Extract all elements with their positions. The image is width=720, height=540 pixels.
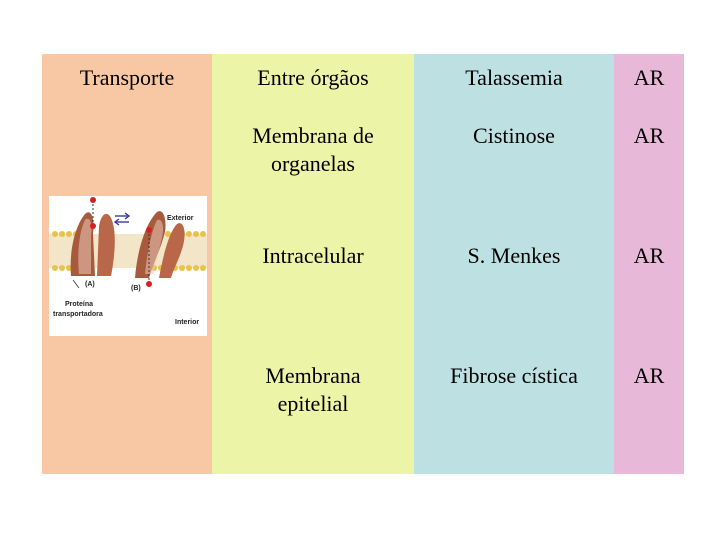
transport-protein-a	[70, 212, 115, 276]
location-column: Entre órgãos Membrana de organelas Intra…	[212, 54, 414, 474]
transport-protein-diagram: Exterior Interior (A) (B) Proteína trans…	[49, 196, 207, 336]
inheritance-cell-2: AR	[633, 123, 665, 148]
label-protein-line2: transportadora	[53, 311, 103, 318]
label-exterior: Exterior	[167, 215, 194, 222]
inheritance-cell-1: AR	[633, 65, 665, 90]
solute-markers	[90, 197, 152, 287]
disease-cell-1: Talassemia	[465, 65, 563, 90]
disease-cell-2: Cistinose	[473, 123, 555, 148]
label-interior: Interior	[175, 319, 199, 326]
location-cell-2b: organelas	[271, 151, 355, 176]
category-column: Transporte	[42, 54, 212, 474]
exchange-arrows-icon	[113, 212, 131, 226]
location-cell-4a: Membrana	[265, 363, 361, 388]
inheritance-cell-4: AR	[633, 363, 665, 388]
disease-column: Talassemia Cistinose S. Menkes Fibrose c…	[414, 54, 614, 474]
location-cell-2a: Membrana de	[252, 123, 374, 148]
inheritance-cell-3: AR	[633, 243, 665, 268]
label-a: (A)	[85, 281, 95, 288]
inheritance-column: AR AR AR AR	[614, 54, 684, 474]
label-protein-line1: Proteína	[65, 301, 93, 308]
disease-cell-3: S. Menkes	[467, 243, 561, 268]
location-cell-4b: epitelial	[277, 391, 349, 416]
disease-table: Transporte	[42, 54, 684, 474]
location-cell-3: Intracelular	[262, 243, 364, 268]
location-cell-1: Entre órgãos	[257, 65, 369, 90]
disease-cell-4: Fibrose cística	[450, 363, 578, 388]
transport-protein-b	[135, 211, 185, 278]
label-b: (B)	[131, 285, 141, 292]
transport-protein-illustration: Exterior Interior (A) (B) Proteína trans…	[49, 197, 207, 326]
category-cell: Transporte	[79, 65, 175, 90]
